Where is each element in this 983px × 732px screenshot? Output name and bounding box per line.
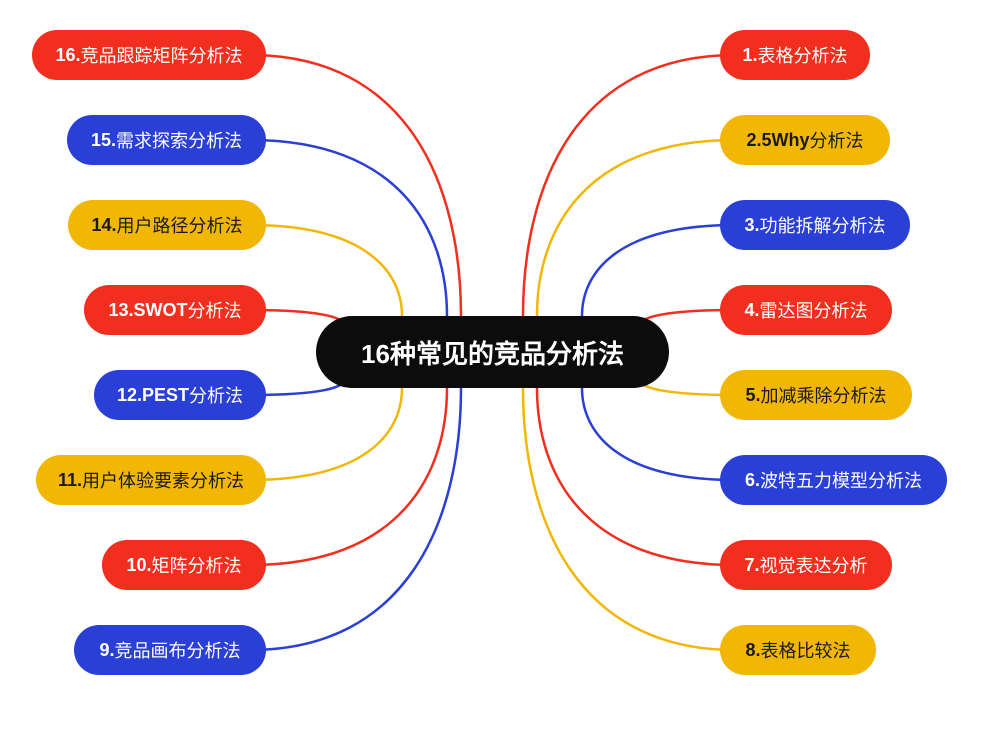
node-label: 雷达图分析法: [759, 301, 868, 321]
node-label: 竞品画布分析法: [114, 641, 241, 661]
node-number: 4.: [744, 299, 760, 320]
node-label: 竞品跟踪矩阵分析法: [80, 46, 243, 66]
node-15-demand-exploration[interactable]: 15.需求探索分析法: [67, 115, 266, 165]
connector-right-3: [580, 223, 736, 317]
node-label: 分析法: [189, 386, 244, 406]
connector-left-3: [249, 223, 404, 317]
node-number: 9.: [99, 639, 115, 660]
connector-left-1: [249, 53, 463, 317]
node-label: 用户体验要素分析法: [82, 471, 245, 491]
node-label: 表格分析法: [757, 46, 848, 66]
center-topic-label: 16种常见的竞品分析法: [361, 338, 624, 369]
node-6-porter-five-forces[interactable]: 6.波特五力模型分析法: [720, 455, 947, 505]
node-number: 3.: [744, 214, 760, 235]
node-label: 加减乘除分析法: [760, 386, 887, 406]
connector-right-8: [521, 387, 736, 652]
node-number: 14.: [91, 214, 117, 235]
node-16-tracking-matrix[interactable]: 16.竞品跟踪矩阵分析法: [32, 30, 266, 80]
node-number: 11.: [57, 469, 83, 490]
node-5-add-sub-mul-div[interactable]: 5.加减乘除分析法: [720, 370, 912, 420]
node-label: 视觉表达分析: [759, 556, 868, 576]
node-label: 波特五力模型分析法: [760, 471, 922, 491]
node-number: 7.: [744, 554, 760, 575]
connector-right-2: [535, 138, 736, 317]
node-number: 8.: [745, 639, 761, 660]
center-topic[interactable]: 16种常见的竞品分析法: [316, 316, 669, 388]
node-number: 13.SWOT: [108, 299, 188, 320]
node-9-competitor-canvas[interactable]: 9.竞品画布分析法: [74, 625, 266, 675]
node-8-table-comparison[interactable]: 8.表格比较法: [720, 625, 876, 675]
node-label: 需求探索分析法: [116, 131, 243, 151]
connector-right-7: [535, 387, 736, 567]
node-7-visual-expression[interactable]: 7.视觉表达分析: [720, 540, 892, 590]
node-label: 表格比较法: [760, 641, 851, 661]
node-number: 12.PEST: [116, 384, 190, 405]
connector-left-7: [249, 387, 449, 567]
connector-right-1: [521, 53, 736, 317]
node-number: 16.: [55, 44, 81, 65]
node-label: 用户路径分析法: [116, 216, 243, 236]
node-number: 10.: [126, 554, 152, 575]
node-number: 1.: [742, 44, 758, 65]
node-label: 矩阵分析法: [151, 556, 242, 576]
node-number: 2.5Why: [746, 129, 810, 150]
node-14-user-path[interactable]: 14.用户路径分析法: [68, 200, 266, 250]
node-10-matrix[interactable]: 10.矩阵分析法: [102, 540, 266, 590]
connector-left-2: [249, 138, 449, 317]
connector-left-8: [249, 387, 463, 652]
connector-left-6: [249, 387, 404, 482]
node-number: 15.: [90, 129, 117, 150]
connector-right-6: [580, 387, 736, 482]
node-label: 分析法: [809, 131, 864, 151]
node-number: 6.: [744, 469, 760, 490]
node-1-table-analysis[interactable]: 1.表格分析法: [720, 30, 870, 80]
node-11-ux-elements[interactable]: 11.用户体验要素分析法: [36, 455, 266, 505]
node-number: 5.: [745, 384, 761, 405]
node-3-function-breakdown[interactable]: 3.功能拆解分析法: [720, 200, 910, 250]
node-label: 分析法: [187, 301, 242, 321]
node-4-radar-chart[interactable]: 4.雷达图分析法: [720, 285, 892, 335]
node-label: 功能拆解分析法: [759, 216, 886, 236]
